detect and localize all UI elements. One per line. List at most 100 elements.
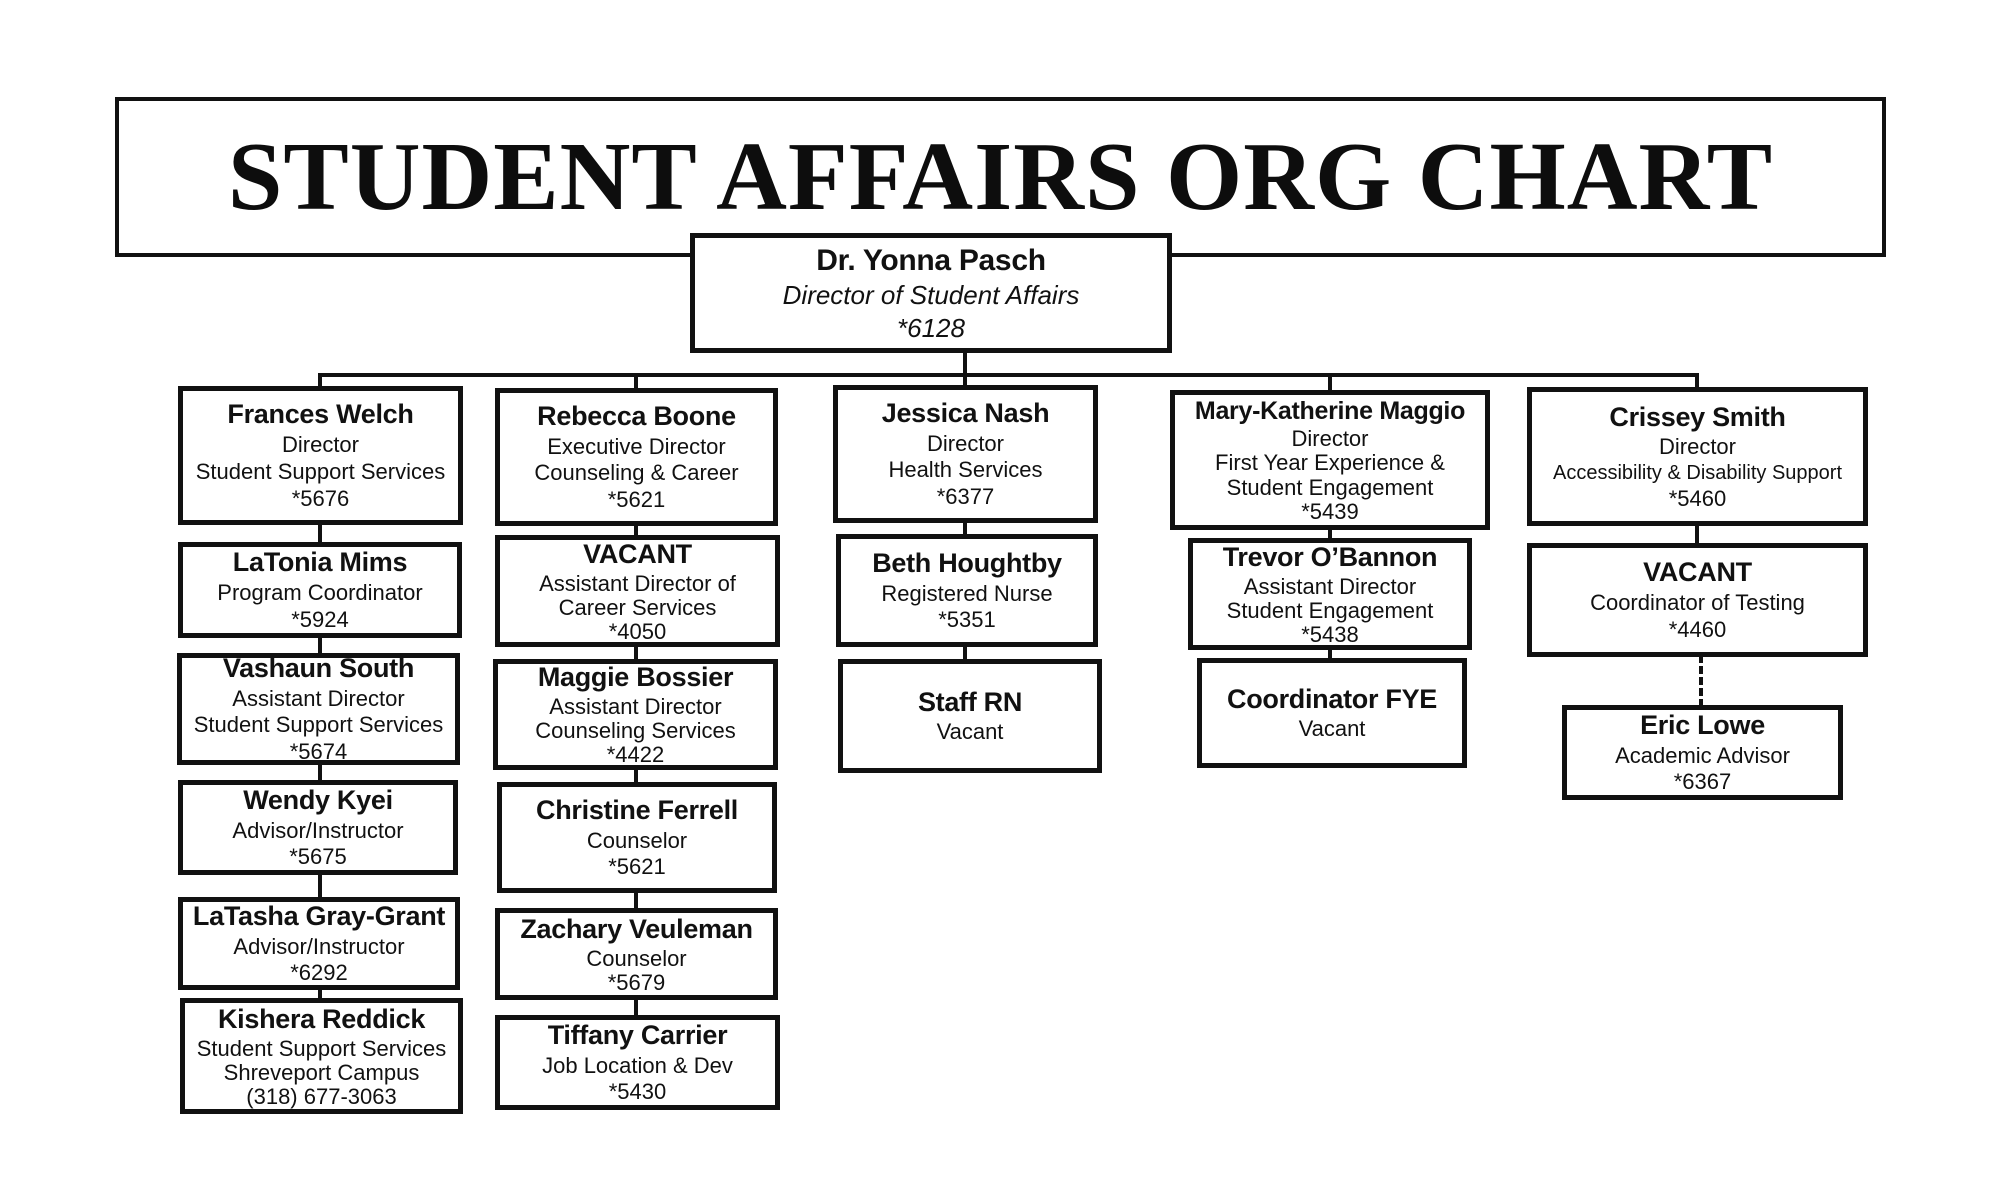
person-title: Registered Nurse — [881, 580, 1053, 606]
connector-col2-a — [634, 521, 638, 540]
connector-col2-e — [634, 995, 638, 1020]
person-title: Advisor/Instructor — [232, 817, 404, 843]
person-department: First Year Experience & — [1215, 450, 1445, 476]
org-box-eric-lowe: Eric Lowe Academic Advisor *6367 — [1562, 705, 1843, 800]
person-extension: *5351 — [938, 607, 996, 633]
person-department: Student Engagement — [1226, 474, 1434, 500]
person-extension: *4050 — [608, 618, 667, 644]
person-title: Advisor/Instructor — [233, 933, 405, 959]
connector-col2-c — [634, 765, 638, 787]
person-extension: *6377 — [936, 484, 995, 510]
org-box-latasha-gray-grant: LaTasha Gray-Grant Advisor/Instructor *6… — [178, 897, 460, 990]
person-name: Crissey Smith — [1609, 401, 1786, 432]
org-box-zachary-veuleman: Zachary Veuleman Counselor *5679 — [495, 908, 778, 1000]
person-title: Director — [1291, 426, 1369, 452]
position-name: VACANT — [1643, 557, 1752, 588]
connector-col1-e — [318, 985, 322, 1003]
person-extension: *4422 — [606, 742, 665, 768]
person-department: Health Services — [888, 457, 1043, 483]
person-name: Jessica Nash — [881, 397, 1050, 428]
org-box-kishera-reddick: Kishera Reddick Student Support Services… — [180, 998, 463, 1114]
org-box-christine-ferrell: Christine Ferrell Counselor *5621 — [497, 782, 777, 893]
person-extension: *5674 — [289, 739, 348, 765]
org-box-beth-houghtby: Beth Houghtby Registered Nurse *5351 — [836, 534, 1098, 647]
org-box-dr-yonna-pasch: Dr. Yonna Pasch Director of Student Affa… — [690, 233, 1172, 353]
connector-col1-a — [318, 521, 322, 547]
person-title: Counselor — [586, 945, 687, 971]
person-extension: *5438 — [1301, 621, 1359, 647]
connector-col2-d — [634, 888, 638, 913]
person-name: Tiffany Carrier — [547, 1019, 728, 1050]
org-box-latonia-mims: LaTonia Mims Program Coordinator *5924 — [178, 542, 462, 638]
connector-col4-b — [1328, 645, 1332, 663]
person-department: Student Engagement — [1226, 597, 1434, 623]
person-name: Beth Houghtby — [872, 547, 1062, 578]
position-status: Vacant — [936, 719, 1004, 745]
connector-col3-b — [963, 642, 967, 664]
person-name: Maggie Bossier — [537, 662, 734, 693]
connector-col3-a — [963, 518, 967, 539]
person-title: Director of Student Affairs — [782, 280, 1080, 311]
org-box-tiffany-carrier: Tiffany Carrier Job Location & Dev *5430 — [495, 1015, 780, 1110]
org-box-maggie-bossier: Maggie Bossier Assistant Director Counse… — [493, 659, 778, 770]
connector-col1-b — [318, 633, 322, 658]
person-department: Accessibility & Disability Support — [1553, 462, 1842, 485]
position-status: Vacant — [1298, 716, 1366, 742]
person-phone: (318) 677-3063 — [246, 1083, 397, 1109]
person-department: Student Support Services — [193, 712, 444, 738]
position-name: Staff RN — [917, 686, 1023, 717]
person-name: Rebecca Boone — [537, 400, 736, 431]
connector-main-horizontal — [318, 373, 1699, 377]
connector-stub-col5 — [1695, 373, 1699, 393]
person-extension: *5679 — [607, 969, 666, 995]
person-extension: *5460 — [1668, 485, 1727, 511]
person-extension: *5621 — [607, 487, 666, 513]
person-extension: *5621 — [608, 854, 666, 880]
person-name: Eric Lowe — [1640, 709, 1765, 740]
person-title: Director — [1658, 434, 1736, 460]
person-name: Trevor O’Bannon — [1222, 541, 1438, 572]
person-title: Assistant Director — [1243, 573, 1417, 599]
connector-col1-c — [318, 760, 322, 785]
person-extension: *5924 — [291, 606, 349, 632]
connector-root-drop — [963, 351, 967, 375]
person-title: Job Location & Dev — [542, 1052, 733, 1078]
person-title: Program Coordinator — [217, 580, 423, 606]
person-title: Executive Director — [547, 433, 726, 459]
person-title: Academic Advisor — [1615, 742, 1790, 768]
connector-col2-b — [634, 642, 638, 664]
org-box-wendy-kyei: Wendy Kyei Advisor/Instructor *5675 — [178, 780, 458, 875]
org-box-frances-welch: Frances Welch Director Student Support S… — [178, 386, 463, 525]
person-extension: *5439 — [1301, 498, 1359, 524]
org-box-crissey-smith: Crissey Smith Director Accessibility & D… — [1527, 387, 1868, 526]
person-department: Student Support Services — [196, 1035, 447, 1061]
org-box-mary-katherine-maggio: Mary-Katherine Maggio Director First Yea… — [1170, 390, 1490, 530]
person-name: VACANT — [583, 538, 692, 569]
person-department: Student Support Services — [195, 458, 446, 484]
person-extension: *5430 — [608, 1079, 667, 1105]
connector-stub-col1 — [318, 373, 322, 392]
person-title: Assistant Director — [232, 685, 405, 711]
person-name: Wendy Kyei — [243, 784, 393, 815]
connector-col5-a — [1695, 521, 1699, 548]
person-name: LaTasha Gray-Grant — [192, 900, 446, 931]
connector-stub-col2 — [634, 373, 638, 394]
person-name: Mary-Katherine Maggio — [1194, 397, 1466, 425]
position-name: Coordinator FYE — [1227, 683, 1437, 714]
position-extension: *4460 — [1668, 616, 1727, 642]
org-box-vacant-career-services: VACANT Assistant Director of Career Serv… — [495, 535, 780, 647]
person-department: Career Services — [558, 594, 717, 620]
person-name: Vashaun South — [222, 652, 415, 683]
person-title: Director — [281, 432, 359, 458]
person-campus: Shreveport Campus — [223, 1059, 420, 1085]
person-department: Counseling & Career — [534, 460, 739, 486]
org-box-vashaun-south: Vashaun South Assistant Director Student… — [177, 653, 460, 765]
person-name: Frances Welch — [227, 399, 414, 430]
person-department: Counseling Services — [535, 718, 736, 744]
person-extension: *5675 — [289, 844, 347, 870]
org-chart-title: STUDENT AFFAIRS ORG CHART — [227, 123, 1774, 231]
connector-stub-col4 — [1328, 373, 1332, 396]
connector-dashed-vacant-to-lowe — [1699, 655, 1703, 707]
person-name: Dr. Yonna Pasch — [816, 243, 1046, 277]
person-name: Kishera Reddick — [217, 1003, 426, 1034]
